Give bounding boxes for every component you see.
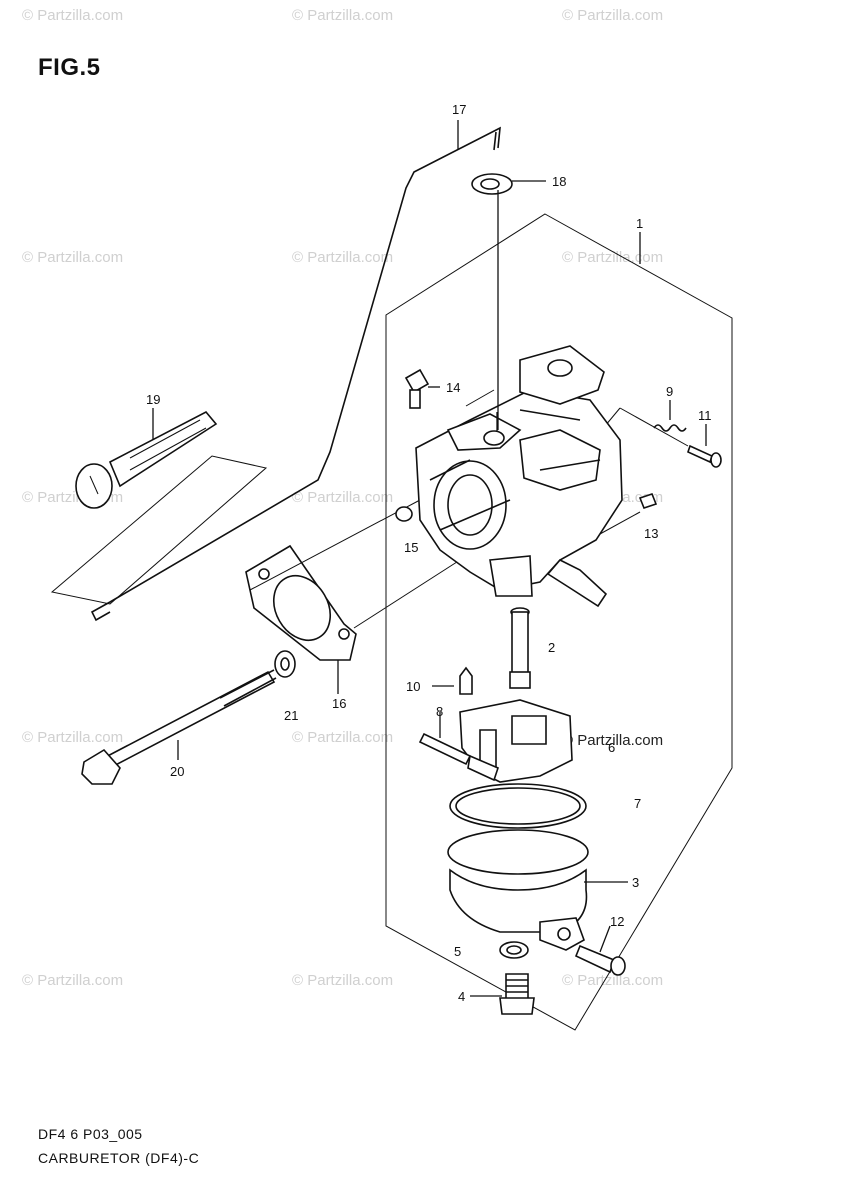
clip-18 (471, 173, 513, 195)
alignment-line (353, 559, 461, 629)
gasket-16 (245, 544, 357, 661)
callout-6: 6 (608, 740, 615, 755)
plug-13 (638, 493, 658, 509)
callout-21: 21 (284, 708, 298, 723)
leader-lines (152, 120, 707, 997)
jet-2 (509, 607, 531, 689)
watermark: © Partzilla.com (292, 7, 393, 24)
callout-8: 8 (436, 704, 443, 719)
watermark: © Partzilla.com (292, 249, 393, 266)
drain-screw-4 (499, 973, 535, 1015)
bracket-19-outline (50, 455, 268, 605)
callout-11: 11 (698, 408, 712, 423)
callout-19: 19 (146, 392, 160, 407)
rod-17-end (493, 131, 497, 151)
diagram-code: DF4 6 P03_005 (38, 1126, 143, 1142)
assembly-outline (385, 213, 733, 1031)
callout-4: 4 (458, 989, 465, 1004)
callout-20: 20 (170, 764, 184, 779)
float-chamber-3 (447, 829, 589, 951)
watermark: © Partzilla.com (562, 249, 663, 266)
needle-10 (459, 666, 473, 695)
callout-12: 12 (610, 914, 624, 929)
watermark: © Partzilla.com (22, 729, 123, 746)
gasket-7 (449, 783, 587, 829)
figure-title: FIG.5 (38, 54, 101, 81)
callout-9: 9 (666, 384, 673, 399)
watermark: © Partzilla.com (292, 972, 393, 989)
washer-21 (274, 650, 296, 678)
watermark: © Partzilla.com (292, 489, 393, 506)
watermark: © Partzilla.com (22, 249, 123, 266)
callout-2: 2 (548, 640, 555, 655)
alignment-line (599, 511, 641, 535)
watermark-highlight: © Partzilla.com (562, 732, 663, 749)
callout-14: 14 (446, 380, 460, 395)
callout-7: 7 (634, 796, 641, 811)
watermark: © Partzilla.com (22, 7, 123, 24)
screw-15 (395, 506, 413, 522)
callout-numbers: 17 18 1 14 19 9 11 13 15 2 10 16 8 21 6 … (146, 102, 712, 1004)
callout-5: 5 (454, 944, 461, 959)
callout-1: 1 (636, 216, 643, 231)
callout-10: 10 (406, 679, 420, 694)
pin-8 (418, 732, 499, 782)
callout-3: 3 (632, 875, 639, 890)
alignment-line (465, 389, 495, 407)
float-6 (459, 699, 573, 783)
watermark: © Partzilla.com (562, 7, 663, 24)
washer-5 (499, 941, 529, 959)
diagram-caption: CARBURETOR (DF4)-C (38, 1150, 200, 1166)
screw-11 (687, 444, 722, 468)
screw-14 (404, 368, 430, 409)
callout-13: 13 (644, 526, 658, 541)
callout-18: 18 (552, 174, 566, 189)
spring-9 (653, 424, 687, 432)
carburetor-body (415, 345, 623, 608)
watermark: © Partzilla.com (292, 729, 393, 746)
callout-16: 16 (332, 696, 346, 711)
callout-15: 15 (404, 540, 418, 555)
alignment-line (249, 499, 421, 591)
bolt-20 (81, 669, 277, 785)
rod-17 (90, 126, 501, 622)
watermark: © Partzilla.com (22, 972, 123, 989)
screw-12 (574, 944, 626, 976)
callout-17: 17 (452, 102, 466, 117)
watermark: © Partzilla.com (562, 972, 663, 989)
knob-19 (75, 410, 218, 509)
